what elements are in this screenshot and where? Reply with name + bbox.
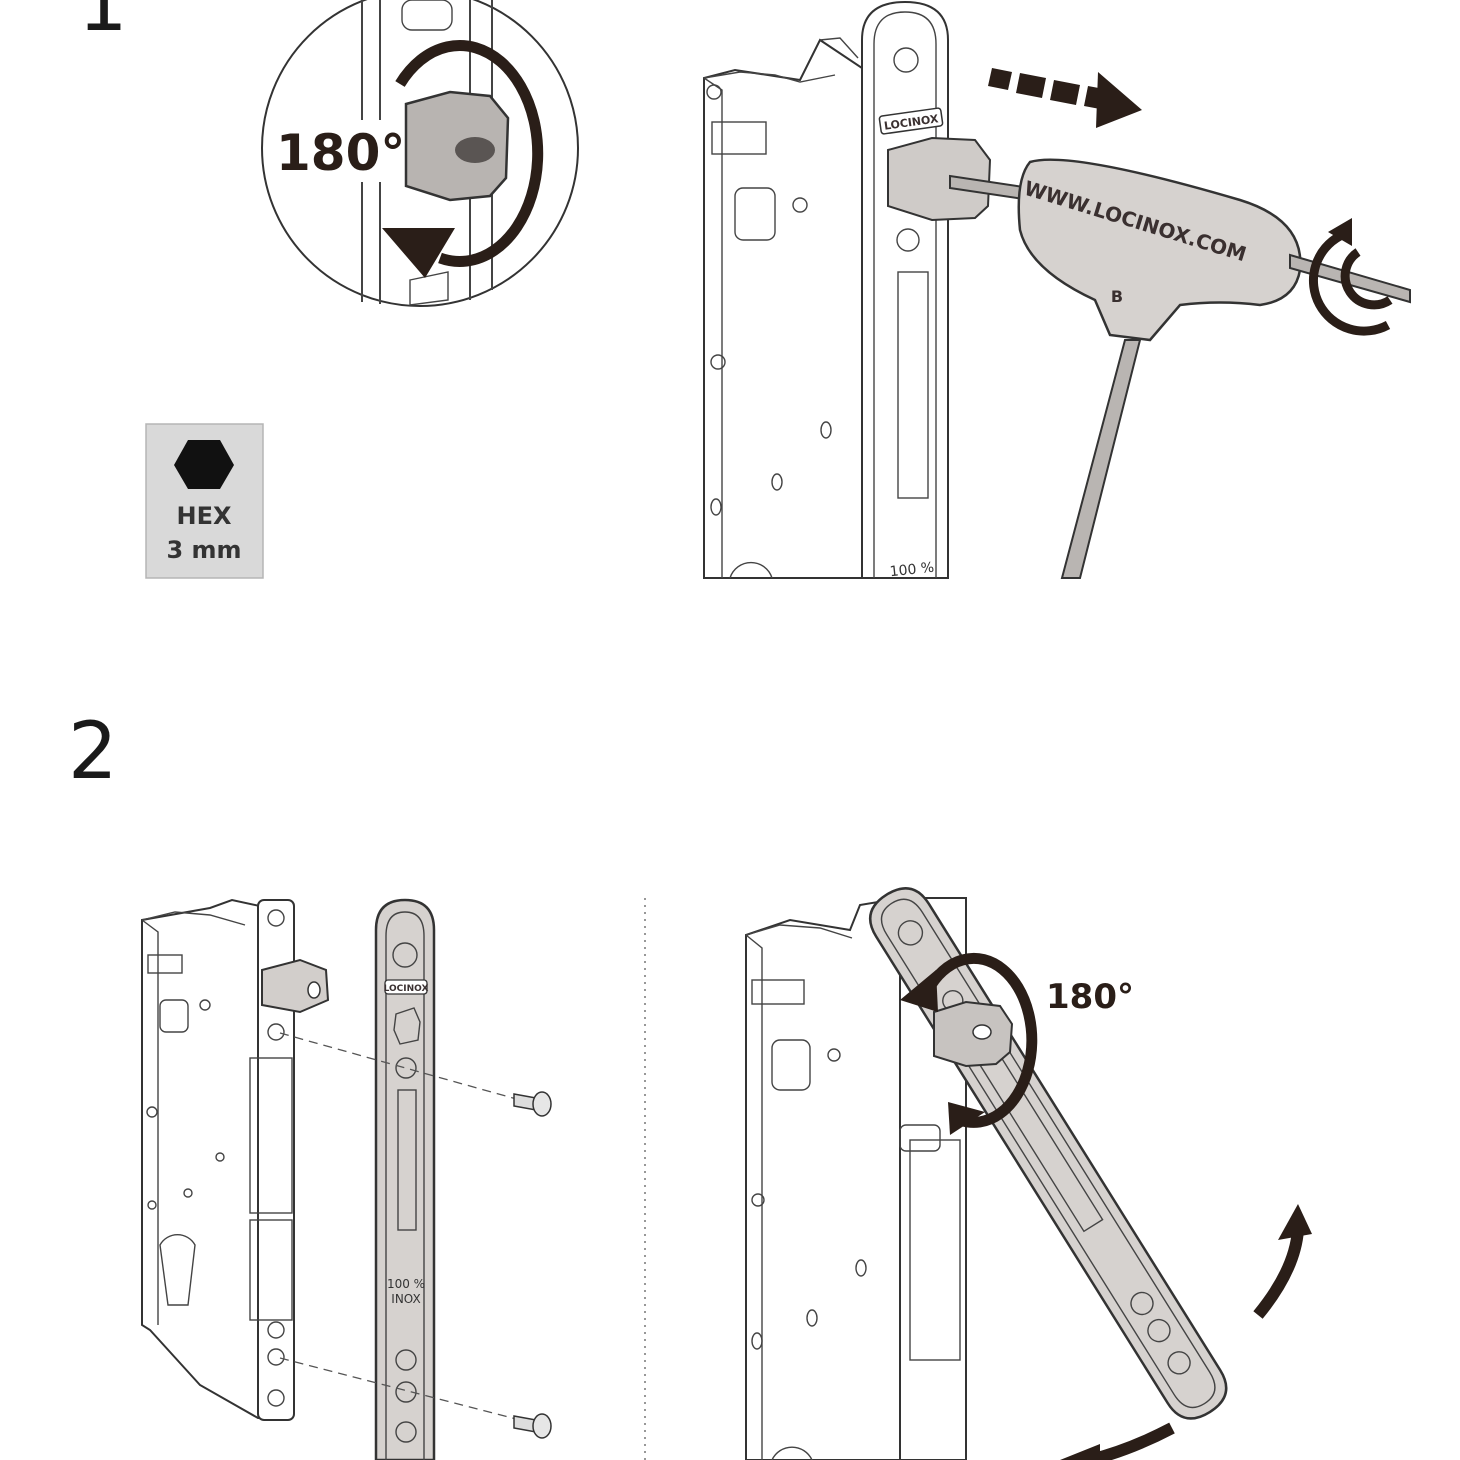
pull-direction-arrow bbox=[988, 68, 1142, 128]
step-2-number: 2 bbox=[68, 707, 118, 797]
rotation-label-180: 180° bbox=[276, 124, 405, 182]
rotate-arrow-step2: 180° bbox=[900, 952, 1134, 1135]
screw-alignment-guides bbox=[279, 1032, 552, 1439]
detail-magnifier: 180° bbox=[261, 0, 579, 307]
material-label-step2: 100 % bbox=[387, 1277, 425, 1291]
hexagon-icon bbox=[174, 440, 234, 489]
lock-body-step1: LOCINOX 100 % bbox=[703, 0, 992, 581]
lock-body-step2-left bbox=[141, 898, 330, 1421]
rotation-label-180-step2: 180° bbox=[1046, 977, 1134, 1017]
faceplate-step2: LOCINOX 100 % INOX bbox=[374, 898, 436, 1460]
brand-label-step2: LOCINOX bbox=[384, 984, 429, 994]
screw-top bbox=[513, 1091, 552, 1117]
hex-key-size-badge: HEX 3 mm bbox=[145, 423, 264, 579]
hex-size-label: 3 mm bbox=[166, 536, 241, 564]
material-label-step1: 100 % bbox=[889, 560, 935, 581]
hex-label: HEX bbox=[177, 502, 232, 530]
rotate-arrow-head bbox=[382, 228, 455, 278]
rotate-small-arrow bbox=[1308, 218, 1393, 336]
swing-arrows bbox=[1060, 1204, 1312, 1460]
step-1-number: 1 bbox=[78, 0, 128, 49]
screw-bottom bbox=[513, 1413, 552, 1439]
handle-mark: B bbox=[1111, 287, 1123, 306]
t-handle-hex-key: WWW.LOCINOX.COM B bbox=[949, 158, 1411, 579]
material-label-step2-line2: INOX bbox=[391, 1292, 420, 1306]
